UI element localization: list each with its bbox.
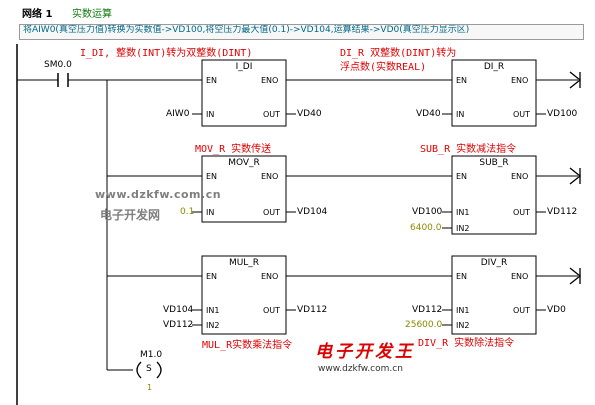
sub-r-eno: ENO [511, 172, 529, 181]
watermark-url-1: www.dzkfw.com.cn [95, 188, 222, 201]
div-r-in2: IN2 [456, 321, 470, 330]
coil-right-paren [156, 361, 162, 379]
sub-r-out-value[interactable]: VD112 [547, 207, 578, 217]
annotation-i-di: I_DI, 整数(INT)转为双整数(DINT) [80, 48, 253, 59]
div-r-title[interactable]: DIV_R [480, 258, 508, 268]
coil-type[interactable]: S [146, 364, 152, 374]
mov-r-eno: ENO [261, 172, 279, 181]
mov-r-out: OUT [263, 208, 281, 217]
mul-r-in2: IN2 [206, 321, 220, 330]
div-r-in1-value[interactable]: VD112 [412, 305, 443, 315]
network-comment[interactable]: 将AIW0(真空压力值)转换为实数值->VD100,将空压力最大值(0.1)->… [19, 24, 584, 40]
coil-left-paren [136, 361, 142, 379]
network-title[interactable]: 实数运算 [72, 9, 112, 20]
sub-r-box [451, 155, 537, 235]
mov-r-out-value[interactable]: VD104 [297, 207, 328, 217]
div-r-en: EN [456, 272, 468, 281]
mov-r-box [201, 155, 287, 223]
mov-r-in-value[interactable]: 0.1 [180, 207, 195, 217]
watermark-name-2: 电子开发王 [315, 342, 415, 362]
i-di-in: IN [206, 110, 215, 119]
div-r-in2-value[interactable]: 25600.0 [405, 320, 443, 330]
sub-r-in2-value[interactable]: 6400.0 [410, 223, 442, 233]
i-di-en: EN [206, 76, 218, 85]
network-label: 网络 1 [22, 9, 53, 20]
sub-r-en: EN [456, 172, 468, 181]
mul-r-eno: ENO [261, 272, 279, 281]
mul-r-in1: IN1 [206, 306, 220, 315]
di-r-box [451, 59, 537, 127]
di-r-in-value[interactable]: VD40 [416, 109, 441, 119]
mul-r-box [201, 255, 287, 335]
sub-r-out: OUT [513, 208, 531, 217]
i-di-box [201, 59, 287, 127]
i-di-in-value[interactable]: AIW0 [166, 109, 190, 119]
i-di-out: OUT [263, 110, 281, 119]
mul-r-out-value[interactable]: VD112 [297, 305, 328, 315]
div-r-out-value[interactable]: VD0 [547, 305, 566, 315]
watermark-url-2: www.dzkfw.com.cn [318, 364, 403, 374]
contact-address[interactable]: SM0.0 [44, 60, 72, 70]
di-r-eno: ENO [511, 76, 529, 85]
mul-r-out: OUT [263, 306, 281, 315]
div-r-eno: ENO [511, 272, 529, 281]
mul-r-title[interactable]: MUL_R [228, 258, 260, 268]
watermark-name-1: 电子开发网 [100, 208, 161, 222]
sub-r-in1-value[interactable]: VD100 [412, 207, 443, 217]
di-r-out: OUT [513, 110, 531, 119]
annotation-mov-r: MOV_R 实数传送 [195, 144, 272, 155]
mov-r-in: IN [206, 208, 215, 217]
mov-r-en: EN [206, 172, 218, 181]
di-r-in: IN [456, 110, 465, 119]
coil-count[interactable]: 1 [147, 383, 153, 392]
div-r-box [451, 255, 537, 335]
annotation-div-r: DIV_R 实数除法指令 [418, 338, 515, 349]
mul-r-in2-value[interactable]: VD112 [163, 320, 194, 330]
annotation-di-r-line2: 浮点数(实数REAL) [340, 62, 427, 73]
i-di-eno: ENO [261, 76, 279, 85]
div-r-out: OUT [513, 306, 531, 315]
sub-r-in1: IN1 [456, 208, 470, 217]
annotation-mul-r: MUL_R实数乘法指令 [202, 340, 293, 351]
i-di-title[interactable]: I_DI [235, 62, 253, 72]
coil-address[interactable]: M1.0 [140, 350, 163, 360]
annotation-sub-r: SUB_R 实数减法指令 [420, 144, 517, 155]
mul-r-en: EN [206, 272, 218, 281]
sub-r-title[interactable]: SUB_R [479, 158, 509, 168]
di-r-en: EN [456, 76, 468, 85]
di-r-out-value[interactable]: VD100 [547, 109, 578, 119]
div-r-in1: IN1 [456, 306, 470, 315]
mul-r-in1-value[interactable]: VD104 [163, 305, 194, 315]
di-r-title[interactable]: DI_R [483, 62, 505, 72]
network-header: 网络 1 实数运算 [0, 0, 595, 20]
mov-r-title[interactable]: MOV_R [228, 158, 260, 168]
annotation-di-r-line1: DI_R 双整数(DINT)转为 [340, 48, 457, 59]
i-di-out-value[interactable]: VD40 [297, 109, 322, 119]
sub-r-in2: IN2 [456, 224, 470, 233]
